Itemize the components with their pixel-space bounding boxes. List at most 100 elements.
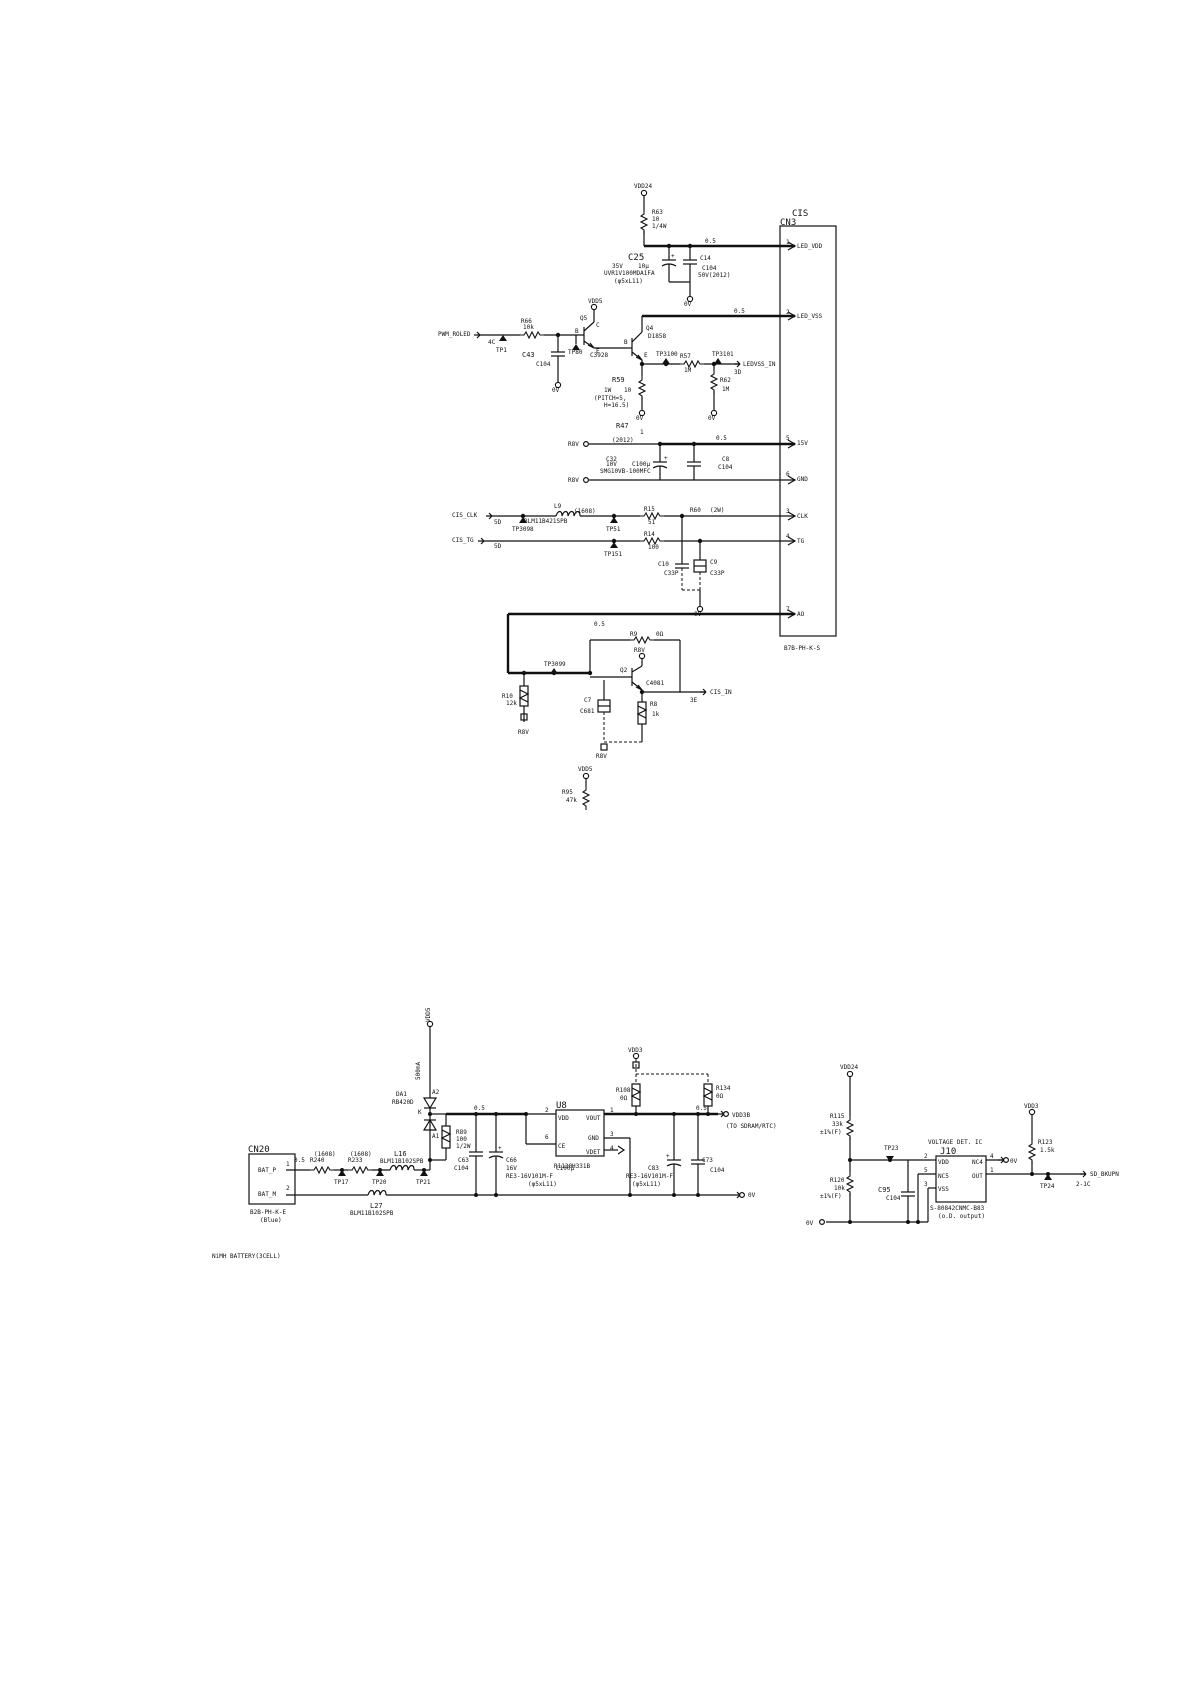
c43-val: C104 <box>536 361 551 368</box>
j10-n5: 5 <box>924 1167 928 1174</box>
c66-part: RE3-16V101M-F <box>506 1173 553 1180</box>
l16-ref: L16 <box>394 1150 407 1158</box>
cn20-pin2: BAT_M <box>258 1191 276 1198</box>
cn3-pin-3-name: CLK <box>797 513 808 520</box>
c95-val: C104 <box>886 1195 901 1202</box>
mark-05-a: 0.5 <box>705 238 716 245</box>
gnd-3: 0V <box>708 415 716 422</box>
c83-size: (φ5xL11) <box>632 1181 661 1188</box>
j10-pin-out: OUT <box>972 1173 983 1180</box>
r59-note2: H=16.5) <box>604 402 629 409</box>
net-cis-tg: CIS_TG <box>452 537 474 544</box>
q2-ref: Q2 <box>620 667 628 674</box>
r59-note: (PITCH=5, <box>594 395 627 402</box>
cn3-pin-4-name: TG <box>797 538 805 545</box>
r59-rating: 1W <box>604 387 612 394</box>
mark-5d-2: 5D <box>494 543 502 550</box>
u8-n6: 6 <box>545 1134 549 1141</box>
l9-ref: L9 <box>554 503 562 510</box>
c63-val: C104 <box>454 1165 469 1172</box>
c43-ref: C43 <box>522 351 535 359</box>
c32-volt: 10V <box>606 461 617 468</box>
j10-n1: 1 <box>990 1167 994 1174</box>
c14-ref: C14 <box>700 255 711 262</box>
r62-ref: R62 <box>720 377 731 384</box>
q4-ref: Q4 <box>646 325 654 332</box>
net-r8v-e: R8V <box>596 753 607 760</box>
r47-ref: R47 <box>616 422 629 430</box>
tp24: TP24 <box>1040 1183 1055 1190</box>
svg-text:B: B <box>624 339 628 346</box>
c14-val: C104 <box>702 265 717 272</box>
net-sd-bkupn: SD_BKUPN <box>1090 1171 1119 1178</box>
l16-part: BLM11B102SPB <box>380 1158 424 1165</box>
c8-ref: C8 <box>722 456 730 463</box>
net-r8v-c: R8V <box>634 647 645 654</box>
tp51: TP51 <box>606 526 621 533</box>
net-vdd5c: VDD5 <box>425 1007 432 1022</box>
c25-val: 10μ <box>638 263 649 270</box>
r123-val: 1.5k <box>1040 1147 1055 1154</box>
r57-ref: R57 <box>680 353 691 360</box>
tp23: TP23 <box>884 1145 899 1152</box>
r59-ref: R59 <box>612 376 625 384</box>
j10-n4: 4 <box>990 1153 994 1160</box>
net-r8v-a: R8V <box>568 441 579 448</box>
tp20: TP20 <box>372 1179 387 1186</box>
c95-ref: C95 <box>878 1186 891 1194</box>
r60-val: (2W) <box>710 507 724 514</box>
r108-val: 0Ω <box>620 1095 628 1102</box>
c25-ref: C25 <box>628 253 644 263</box>
r59-val: 10 <box>624 387 632 394</box>
tp17: TP17 <box>334 1179 349 1186</box>
r63-val: 10 <box>652 216 660 223</box>
net-vdd3b-top: VDD3 <box>1024 1103 1039 1110</box>
q5-ref: Q5 <box>580 315 588 322</box>
r240-val: (1608) <box>314 1151 336 1158</box>
svg-text:B: B <box>575 328 579 335</box>
u8-pin-vdd: VDD <box>558 1115 569 1122</box>
c32-part: SMG10VB-100MFC <box>600 468 651 475</box>
mark-05-d: 0.5 <box>594 621 605 628</box>
c66-val: 16V <box>506 1165 517 1172</box>
net-ledvss-in: LEDVSS_IN <box>743 361 776 368</box>
q2-part: C4081 <box>646 680 664 687</box>
tp3101: TP3101 <box>712 351 734 358</box>
u8-pin-gnd: GND <box>588 1135 599 1142</box>
gnd-a: 0V <box>748 1192 756 1199</box>
tp3099: TP3099 <box>544 661 566 668</box>
r115-tol: ±1%(F) <box>820 1129 842 1136</box>
u8-pin-vout: VOUT <box>586 1115 601 1122</box>
net-r8v-d: R8V <box>518 729 529 736</box>
r15-val: 51 <box>648 519 656 526</box>
net-vdd5: VDD5 <box>588 298 603 305</box>
l9-part: BLM11B421SPB <box>524 518 568 525</box>
tp3098: TP3098 <box>512 526 534 533</box>
net-vdd3a: VDD3 <box>628 1047 643 1054</box>
svg-text:2: 2 <box>286 1185 290 1192</box>
u8-pin-vdet: VDET <box>586 1149 601 1156</box>
r120-tol: ±1%(F) <box>820 1193 842 1200</box>
u8-n2: 2 <box>545 1107 549 1114</box>
j10-title: VOLTAGE DET. IC <box>928 1139 983 1146</box>
battery-caption: NiMH BATTERY(3CELL) <box>212 1253 281 1260</box>
r233-ref: R233 <box>348 1157 363 1164</box>
q5-part: C3928 <box>590 352 608 359</box>
r134-val: 0Ω <box>716 1093 724 1100</box>
net-pwm-roled: PWM_ROLED <box>438 331 471 338</box>
cn3-title: CIS <box>792 209 808 219</box>
j10-pin-nc5: NC5 <box>938 1173 949 1180</box>
r120-ref: R120 <box>830 1177 845 1184</box>
svg-text:+: + <box>671 253 675 260</box>
j10-ref: J10 <box>940 1147 956 1157</box>
cn3-pin-6-name: GND <box>797 476 808 483</box>
da1-part: RB420D <box>392 1099 414 1106</box>
r89-val: 100 <box>456 1136 467 1143</box>
cn3-ref: CN3 <box>780 218 796 228</box>
u8-regulator <box>555 1109 605 1157</box>
c66-ref: C66 <box>506 1157 517 1164</box>
mark-05-b: 0.5 <box>734 308 745 315</box>
c25-size: (φ5xL11) <box>614 278 643 285</box>
r233-val: (1608) <box>350 1151 372 1158</box>
